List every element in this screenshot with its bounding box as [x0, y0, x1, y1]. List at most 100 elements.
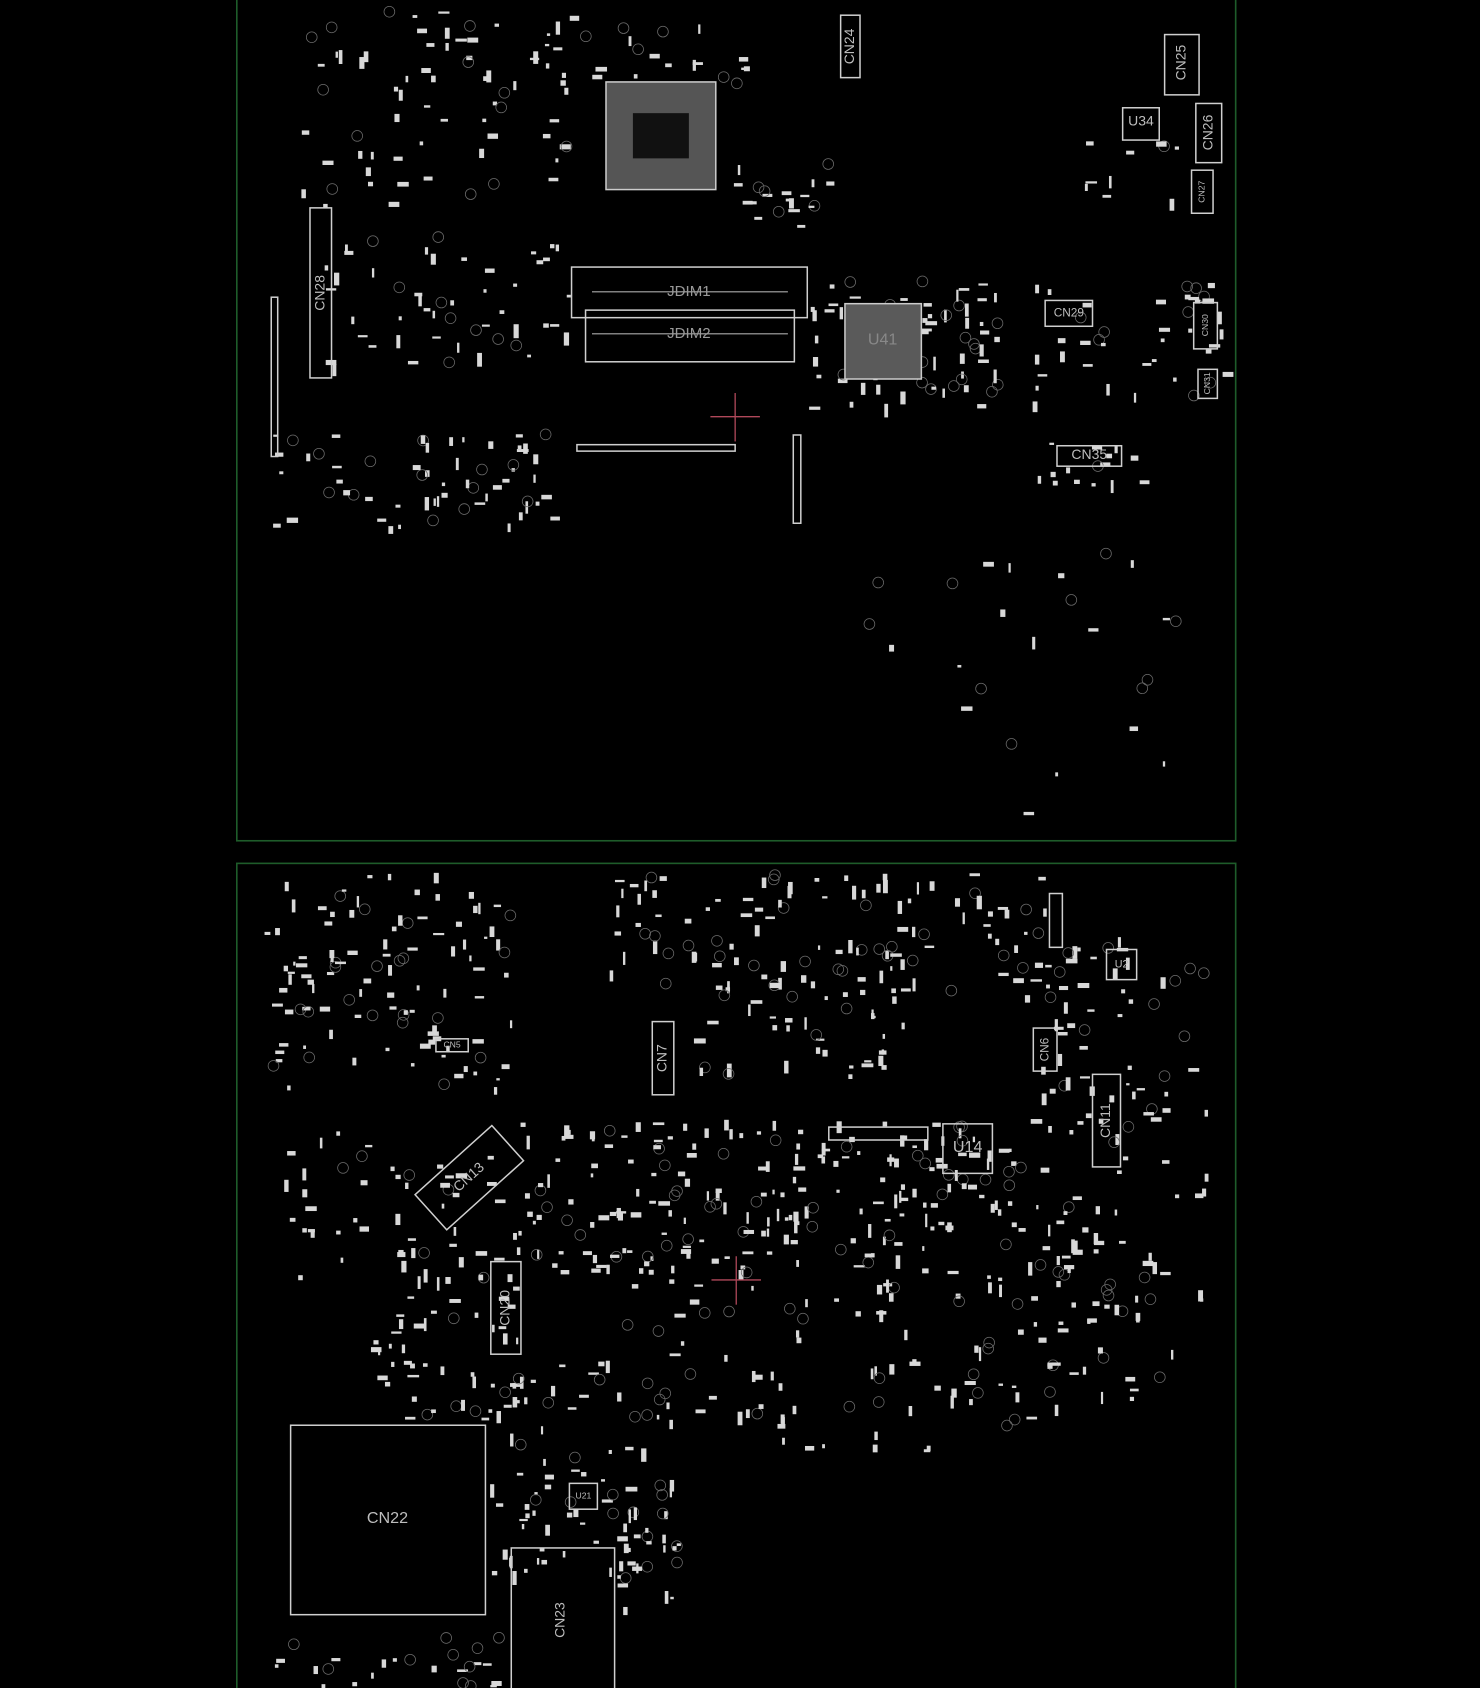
pad	[507, 1274, 513, 1283]
component-small-connector[interactable]	[1048, 892, 1064, 949]
component-u14[interactable]: U14	[942, 1123, 994, 1175]
via-ring	[463, 1660, 476, 1673]
top-side-board[interactable]: CN24 CN25 U34 CN26 CN27 CN28	[235, 0, 1237, 842]
bottom-side-board[interactable]: CN5 CN7 U2 CN6 CN11 CN13 U14 CN20	[235, 862, 1237, 1688]
pad	[525, 1513, 530, 1519]
pad	[658, 1201, 671, 1206]
pad	[334, 961, 346, 965]
component-u21[interactable]: U21	[568, 1482, 599, 1510]
component-left-connector[interactable]	[270, 296, 279, 458]
component-jdim1[interactable]: JDIM1	[570, 266, 809, 319]
component-cn5[interactable]: CN5	[435, 1038, 469, 1053]
pad	[894, 1194, 898, 1209]
pad	[889, 644, 895, 652]
pad	[549, 119, 560, 123]
pad	[391, 1361, 395, 1367]
pad	[370, 151, 374, 160]
component-u34[interactable]: U34	[1121, 107, 1160, 141]
pad	[908, 1406, 913, 1417]
pad	[363, 978, 372, 984]
pad	[644, 880, 648, 892]
pad	[398, 316, 402, 321]
via-ring	[440, 1632, 452, 1644]
pad	[412, 15, 418, 18]
pad	[532, 1510, 536, 1516]
component-cn7[interactable]: CN7	[651, 1020, 675, 1096]
pad	[1050, 471, 1056, 478]
pad	[676, 1543, 681, 1546]
component-cn25[interactable]: CN25	[1163, 33, 1200, 96]
via-ring	[769, 869, 781, 881]
pad	[302, 1189, 308, 1198]
pad	[633, 1534, 641, 1539]
pad	[1037, 475, 1042, 484]
component-cn22[interactable]: CN22	[289, 1424, 487, 1616]
pad	[478, 1274, 484, 1281]
pad	[621, 1135, 628, 1138]
component-cn24[interactable]: CN24	[839, 14, 861, 79]
pad	[782, 1437, 785, 1445]
component-cn27[interactable]: CN27	[1190, 169, 1214, 215]
pad	[395, 504, 401, 508]
pad	[543, 1458, 546, 1466]
pad	[591, 1163, 598, 1169]
pad	[929, 1167, 935, 1172]
pad	[453, 1226, 457, 1236]
pad	[815, 1047, 821, 1054]
pad	[483, 289, 487, 293]
component-cn30[interactable]: CN30	[1192, 301, 1219, 350]
pad	[610, 1254, 620, 1258]
pad	[666, 1402, 670, 1410]
component-bottom-strip[interactable]	[576, 443, 736, 452]
pad	[635, 1122, 641, 1132]
pad	[622, 951, 626, 965]
component-cn23[interactable]: CN23	[510, 1547, 616, 1688]
pad	[1077, 982, 1090, 989]
via-ring	[603, 1124, 616, 1137]
pad	[544, 1474, 554, 1480]
component-u41[interactable]: U41	[844, 302, 923, 380]
component-cn29[interactable]: CN29	[1044, 299, 1094, 328]
svg-text:CN24: CN24	[841, 28, 857, 64]
component-cn20[interactable]: CN20	[490, 1260, 522, 1355]
pad	[664, 1511, 668, 1520]
pad	[604, 1144, 614, 1148]
component-vertical-strip[interactable]	[792, 434, 802, 524]
pad	[1136, 1088, 1145, 1091]
component-cn13[interactable]: CN13	[413, 1124, 525, 1231]
svg-text:U34: U34	[1128, 112, 1154, 128]
pad	[857, 977, 866, 982]
pad	[752, 1374, 763, 1380]
pad	[874, 1431, 878, 1441]
pad	[876, 384, 881, 395]
component-u2[interactable]: U2	[1105, 948, 1138, 981]
via-ring	[1032, 927, 1045, 939]
component-horizontal-connector[interactable]	[828, 1126, 929, 1141]
pad	[450, 300, 455, 306]
component-cn35[interactable]: CN35	[1056, 444, 1123, 467]
pad	[552, 1263, 558, 1268]
component-cn6[interactable]: CN6	[1032, 1027, 1058, 1072]
component-cpu-bga[interactable]	[605, 81, 717, 191]
pad	[1090, 956, 1097, 960]
pad	[332, 363, 337, 377]
pad	[390, 1166, 395, 1172]
component-cn28[interactable]: CN28	[309, 207, 333, 379]
via-ring	[862, 1256, 875, 1269]
component-cn31[interactable]: CN31	[1197, 368, 1219, 400]
via-ring	[653, 1393, 666, 1406]
pad	[491, 1570, 498, 1576]
pad	[287, 1085, 291, 1091]
via-ring	[641, 1377, 654, 1390]
component-cn26[interactable]: CN26	[1195, 102, 1223, 164]
pad	[356, 896, 360, 908]
component-cn11[interactable]: CN11	[1091, 1073, 1122, 1168]
pad	[1056, 1281, 1061, 1288]
pad	[289, 1217, 296, 1222]
pad	[275, 452, 284, 457]
pad	[1023, 811, 1035, 816]
component-jdim2[interactable]: JDIM2	[584, 309, 796, 363]
pad	[1031, 1296, 1038, 1301]
pad	[370, 1347, 382, 1353]
